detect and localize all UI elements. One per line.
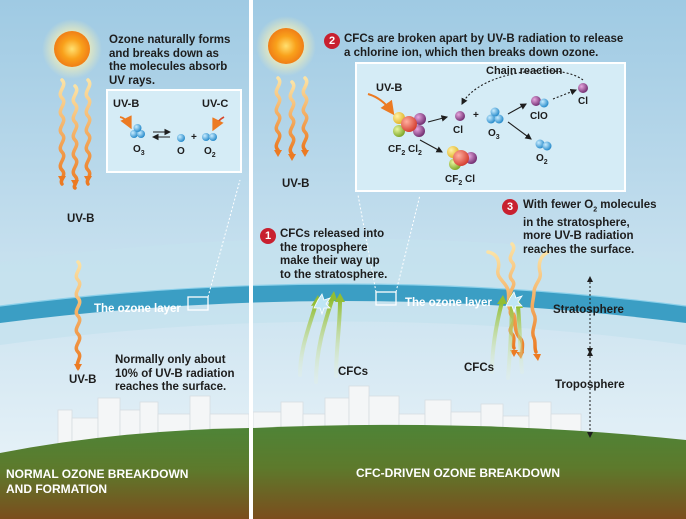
cf2cl2-molecule [393,112,426,137]
o3-molecule [486,107,504,124]
chain-reaction-label: Chain reaction [486,65,563,77]
cl-atom-1 [455,111,465,121]
stratosphere-label: Stratosphere [553,304,624,316]
right-inset-uvb-label: UV-B [376,82,403,94]
left-inset-arrows [151,128,172,141]
o2-molecule [535,139,552,151]
right-inset-arrows [419,70,584,153]
clo-label: ClO [530,111,548,122]
cfcs-label-2: CFCs [464,362,495,374]
cf2cl-label: CF2 Cl [445,174,476,187]
left-intro-text: Ozone naturally forms and breaks down as… [109,34,231,87]
ozone-layer-edge [0,283,686,307]
right-inset-uvb-ray [367,93,395,116]
ozone-callout-right [375,291,397,306]
uv-rays-right-top [274,76,309,156]
left-ozone-layer-label: The ozone layer [94,303,181,315]
cfcs-label-1: CFCs [338,366,369,378]
cl-atom-2 [578,83,588,93]
callout-line-left [207,179,241,298]
panel-divider [249,0,253,519]
step-3-badge: 3 [502,199,518,215]
right-inset-plus: + [473,110,479,121]
left-inset-uvc-label: UV-C [202,98,229,110]
step-1-text: CFCs released into the troposphere make … [280,228,388,281]
left-footer-title: NORMAL OZONE BREAKDOWN AND FORMATION [6,467,189,496]
left-surface-text: Normally only about 10% of UV-B radiatio… [115,354,235,393]
troposphere-label: Troposphere [555,379,625,391]
o3-label: O3 [488,128,500,141]
altitude-arrowheads [587,276,593,438]
cf2cl-molecule [447,146,477,170]
left-inset-plus: + [191,132,197,143]
sun-left [42,19,102,79]
left-inset-molecules [130,124,217,142]
left-inset-o2-label: O2 [204,146,216,159]
right-ozone-layer-label: The ozone layer [405,297,492,309]
ozone-callout-left [187,296,209,311]
sun-right [256,16,316,76]
o2-label: O2 [536,153,548,166]
right-uvb-label: UV-B [282,178,310,190]
uv-rays-left [58,78,92,370]
ozone-hole-marks [313,291,523,316]
cf2cl2-label: CF2 Cl2 [388,144,422,157]
right-ground [253,424,686,519]
left-inset-uvb-ray [119,115,132,130]
left-inset-uvb-label: UV-B [113,98,140,110]
right-footer-title: CFC-DRIVEN OZONE BREAKDOWN [356,466,560,480]
cl-label-1: Cl [453,125,463,136]
step-2-text: CFCs are broken apart by UV-B radiation … [344,33,624,59]
step-1-badge: 1 [260,228,276,244]
uv-arrowheads-right-top [274,150,309,161]
clo-molecule [531,96,549,108]
uv-arrowheads-left [58,176,92,371]
left-uvb-bottom-label: UV-B [69,374,97,386]
cl-label-2: Cl [578,96,588,107]
left-uvb-mid-label: UV-B [67,213,95,225]
step-2-badge: 2 [324,33,340,49]
step-3-text: With fewer O2 molecules in the stratosph… [523,199,657,256]
left-inset-o-label: O [177,146,185,157]
left-ground [0,428,249,519]
callout-lines-right [357,194,421,293]
left-inset-o3-label: O3 [133,144,145,157]
left-inset-uvc-ray [212,116,225,132]
